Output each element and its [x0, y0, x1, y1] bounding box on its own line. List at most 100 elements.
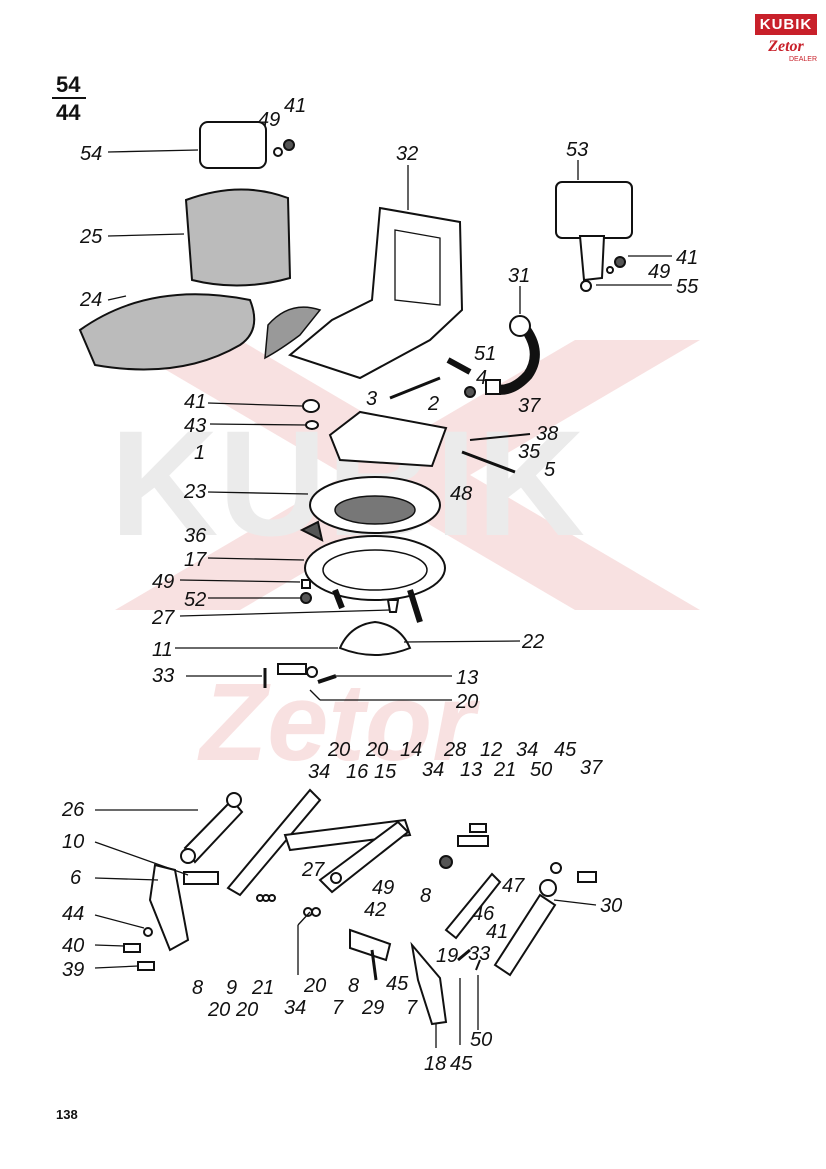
callout-label: 10 [62, 831, 84, 853]
hose [488, 318, 540, 395]
callout-label: 19 [436, 945, 458, 967]
callout-label: 25 [79, 226, 103, 248]
headrest-pad [199, 121, 267, 169]
callout-label: 33 [152, 665, 174, 687]
callout-label: 21 [251, 977, 274, 999]
callout-label: 50 [470, 1029, 492, 1051]
callout-label: 40 [62, 935, 84, 957]
callout-label: 22 [521, 631, 544, 653]
callout-label: 34 [422, 759, 444, 781]
callout-label: 8 [192, 977, 203, 999]
callout-label: 28 [443, 739, 466, 761]
backrest-cushion [184, 188, 292, 287]
callout-label: 34 [308, 761, 330, 783]
callout-label: 2 [427, 393, 439, 415]
callout-label: 47 [502, 875, 525, 897]
watermark-sub: Zetor [197, 661, 480, 784]
callout-label: 14 [400, 739, 422, 761]
callout-label: 7 [332, 997, 344, 1019]
callout-label: 44 [62, 903, 84, 925]
callout-label: 27 [301, 859, 325, 881]
header-denominator: 44 [56, 100, 81, 125]
callout-label: 37 [580, 757, 603, 779]
callout-label: 45 [554, 739, 577, 761]
side-headrest [555, 181, 633, 239]
callout-label: 13 [460, 759, 482, 781]
callout-label: 36 [184, 525, 207, 547]
callout-label: 20 [455, 691, 478, 713]
callout-label: 33 [468, 943, 490, 965]
callout-label: 34 [516, 739, 538, 761]
callout-label: 9 [226, 977, 237, 999]
callout-label: 49 [372, 877, 394, 899]
callout-label: 34 [284, 997, 306, 1019]
callout-label: 50 [530, 759, 552, 781]
callout-label: 16 [346, 761, 369, 783]
callout-label: 48 [450, 483, 472, 505]
callout-label: 20 [365, 739, 388, 761]
callout-label: 5 [544, 459, 556, 481]
callout-label: 20 [327, 739, 350, 761]
callout-label: 26 [61, 799, 85, 821]
callout-label: 11 [152, 639, 173, 661]
callout-label: 24 [79, 289, 102, 311]
callout-label: 7 [406, 997, 418, 1019]
callout-label: 18 [424, 1053, 446, 1075]
callout-label: 45 [450, 1053, 473, 1075]
callout-label: 49 [258, 109, 280, 131]
callout-label: 20 [207, 999, 230, 1021]
seat-cushion [78, 293, 256, 371]
callout-label: 13 [456, 667, 478, 689]
callout-label: 41 [184, 391, 206, 413]
callout-label: 51 [474, 343, 496, 365]
callout-label: 20 [303, 975, 326, 997]
callout-label: 1 [194, 442, 205, 464]
frame-crossbar [283, 818, 412, 852]
arm-9 [226, 788, 322, 897]
callout-label: 38 [536, 423, 558, 445]
shock-30 [493, 893, 557, 977]
base-plate [328, 410, 448, 468]
callout-label: 45 [386, 973, 409, 995]
seat-shell [287, 206, 464, 380]
callout-label: 52 [184, 589, 206, 611]
callout-label: 35 [518, 441, 541, 463]
callout-label: 49 [648, 261, 670, 283]
callout-label: 30 [600, 895, 622, 917]
logo-sub: Zetor [768, 38, 804, 55]
callout-label: 12 [480, 739, 502, 761]
callout-label: 43 [184, 415, 206, 437]
leader-lines [94, 149, 672, 1048]
callout-label: 37 [518, 395, 541, 417]
callout-label: 27 [151, 607, 175, 629]
callout-label: 8 [348, 975, 359, 997]
bracket-6 [148, 863, 190, 952]
arm-19 [444, 872, 502, 940]
callout-labels: 54 49 41 32 53 25 41 49 55 24 31 51 4 3 … [61, 95, 699, 1075]
callout-label: 20 [235, 999, 258, 1021]
callout-label: 29 [361, 997, 384, 1019]
callout-label: 41 [486, 921, 508, 943]
logo-brand: KUBIK [755, 14, 817, 35]
bracket-18 [410, 941, 448, 1026]
callout-label: 31 [508, 265, 530, 287]
page-number: 138 [56, 1107, 78, 1122]
callout-label: 46 [472, 903, 495, 925]
callout-label: 41 [676, 247, 698, 269]
logo-dealer: DEALER [788, 56, 817, 63]
callout-label: 17 [184, 549, 207, 571]
callout-label: 21 [493, 759, 516, 781]
callout-label: 15 [374, 761, 397, 783]
callout-label: 39 [62, 959, 84, 981]
callout-label: 41 [284, 95, 306, 117]
callout-label: 32 [396, 143, 418, 165]
callout-label: 23 [183, 481, 206, 503]
callout-label: 4 [476, 367, 487, 389]
watermark: KUBIK Zetor [110, 340, 700, 784]
callout-label: 49 [152, 571, 174, 593]
header-numerator: 54 [56, 72, 81, 97]
rubber-boot [338, 620, 412, 656]
kubik-zetor-logo: KUBIK Zetor DEALER [755, 14, 817, 74]
callout-label: 8 [420, 885, 431, 907]
